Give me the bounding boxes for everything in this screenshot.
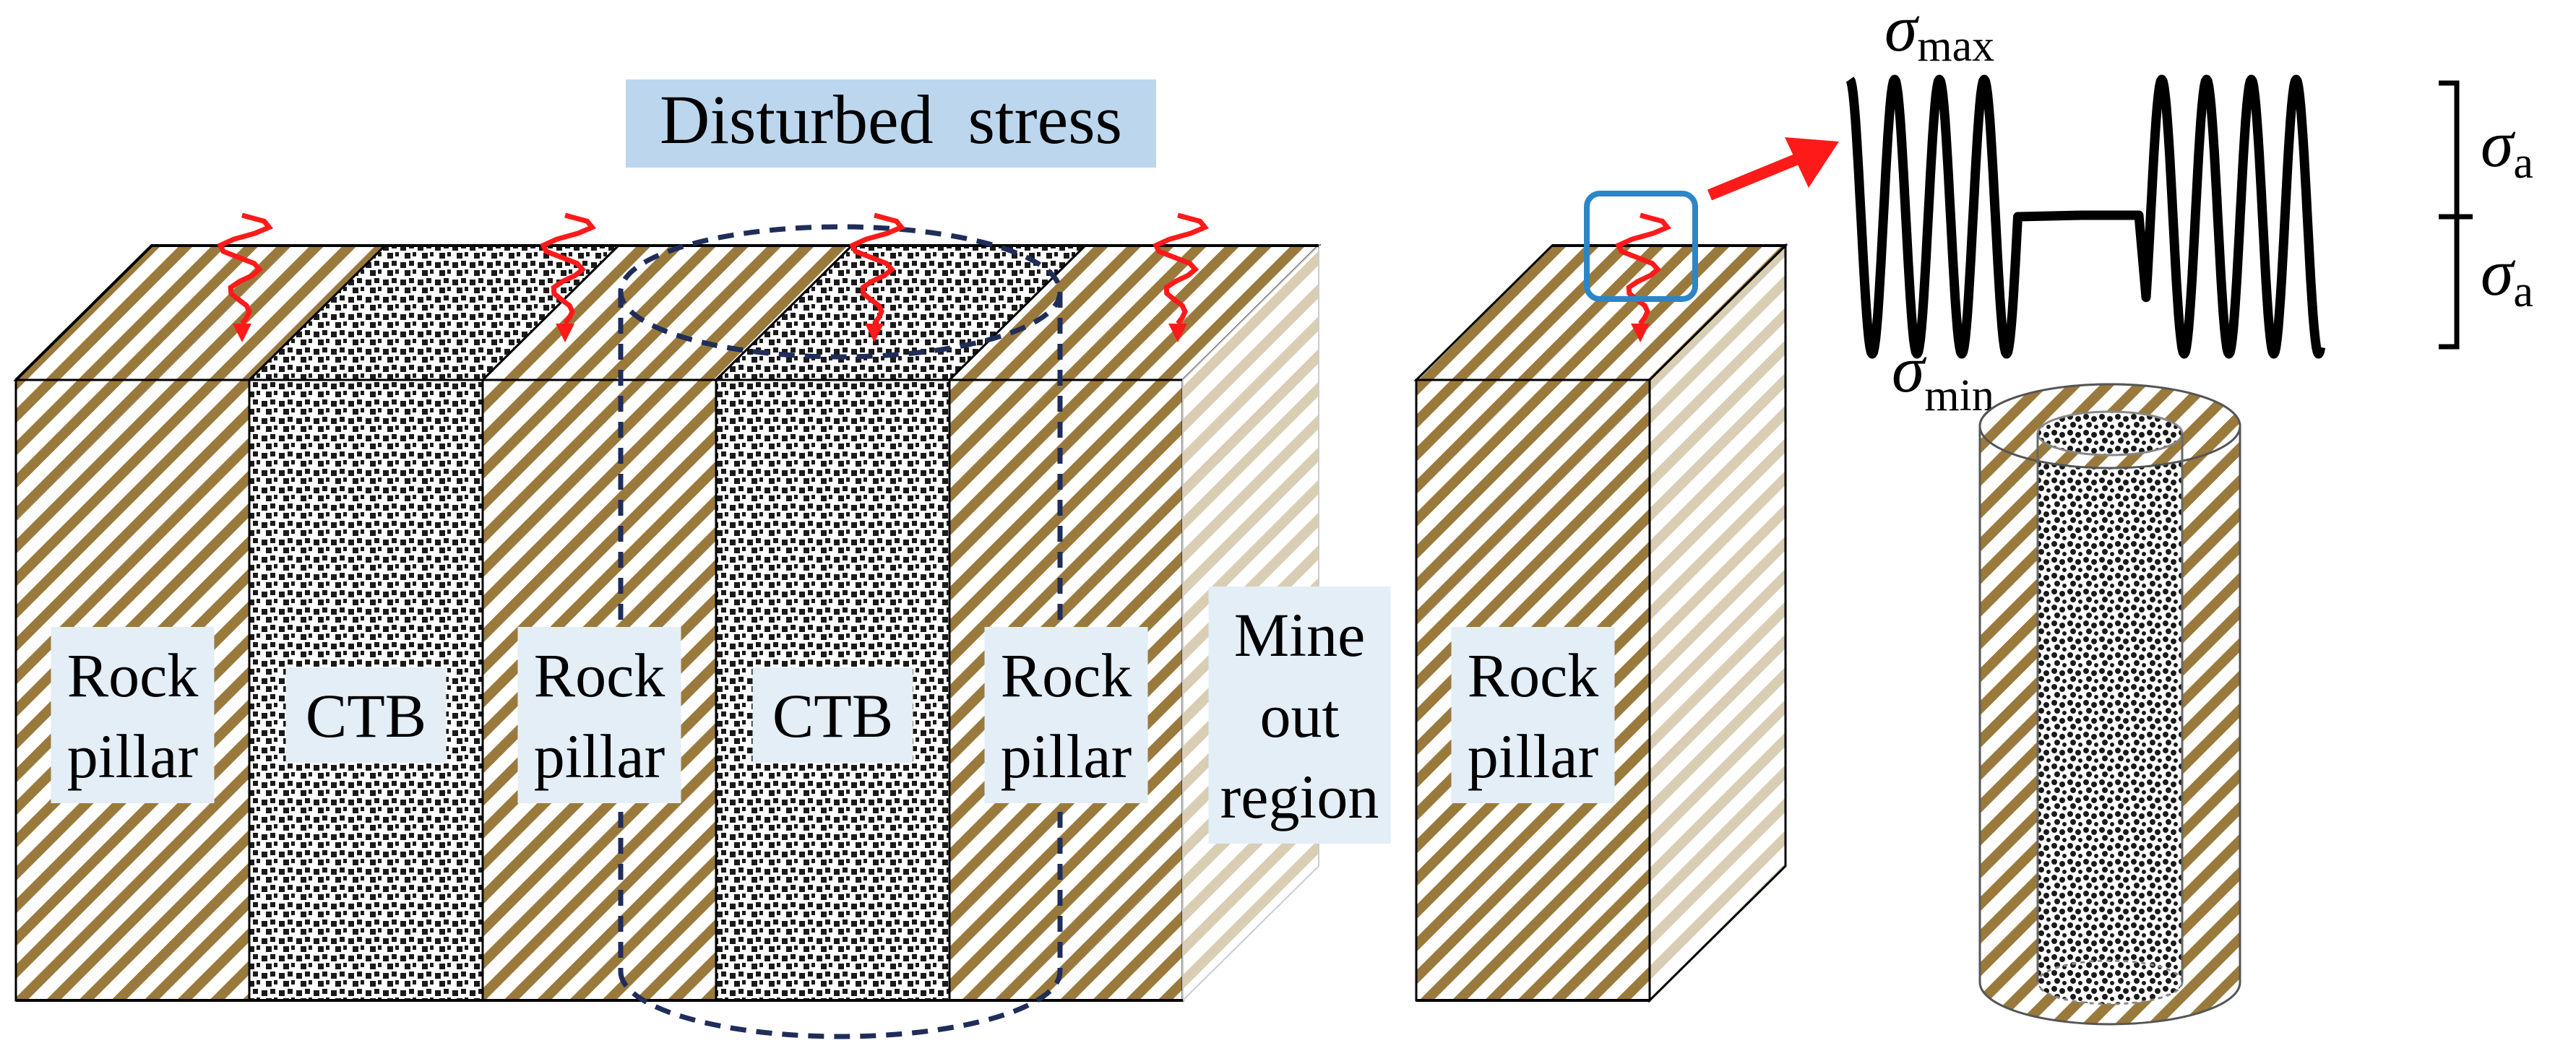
disturbance-arrow-icon [1615,212,1672,326]
callout-box [1584,191,1698,302]
block-label-box [1451,627,1615,803]
disturbance-arrow-icon [217,212,274,326]
block-label-box [51,627,215,803]
block-label-box [285,667,447,763]
block-label-box [517,627,681,803]
callout-arrow-icon [1707,150,1809,201]
sigma-a-upper-label: σa [2481,107,2533,188]
block-assembly [13,243,1788,1003]
waveform-line [1845,74,2326,359]
disturbance-arrow-head [1631,324,1650,342]
disturbance-arrow-icon [849,212,906,326]
disturbance-arrow-head [1168,324,1187,342]
block-label-line: Rock [1001,641,1132,710]
block-label-line: pillar [1468,722,1599,791]
block-label-line: region [1220,762,1379,831]
block-label-line: pillar [1001,722,1132,791]
block-label-3: CTB [752,667,913,763]
stress-waveform: σmax σmin σa σa [1845,0,2533,420]
block-label-4: Rock pillar [984,627,1148,803]
block-label-2: Rock pillar [517,627,681,803]
title-group: Disturbed stress [626,79,1156,168]
title-box [626,79,1156,168]
block-label-box [984,627,1148,803]
cylinder-top-ctb [2036,410,2184,456]
disturbance-arrow-head [865,324,884,342]
disturbance-arrow-head [556,324,574,342]
assembly-outline [14,244,1785,1002]
disturbance-arrow-icon [540,212,597,326]
sigma-max-label: σmax [1884,0,1994,71]
block-label-0: Rock pillar [51,627,215,803]
block-label-6: Rock pillar [1451,627,1615,803]
callout-arrow-head [1785,137,1839,188]
block-label-5: Mine out region [1208,587,1391,844]
block-label-line: CTB [306,681,426,750]
block-label-1: CTB [285,667,447,763]
disturbance-arrow-head [233,324,251,342]
sigma-min-label: σmin [1892,332,1994,420]
composite-cylinder-specimen [1978,383,2241,1026]
callout [1584,137,1839,302]
block-label-box [1208,587,1391,844]
block-label-line: out [1260,681,1340,750]
assembly-right-side-face [1648,243,1787,1003]
block-label-line: pillar [67,722,199,791]
title-text: Disturbed stress [660,81,1122,158]
block-label-line: CTB [772,681,893,750]
disturbance-arrows [217,212,1672,342]
block-label-line: pillar [534,722,665,791]
block-label-box [752,667,913,763]
cylinder-inner-bottom [2036,959,2184,1005]
block-label-line: Rock [534,641,665,710]
sigma-a-lower-label: σa [2481,235,2533,316]
cylinder-inner-ctb [2038,433,2182,982]
block-label-line: Rock [67,641,199,710]
disturbance-arrow-icon [1153,212,1210,326]
block-label-line: Mine [1234,600,1366,670]
block-labels: Rock pillar CTB Rock pillar CTB Rock pillar Mine… [51,587,1615,844]
block-label-line: Rock [1468,641,1599,710]
